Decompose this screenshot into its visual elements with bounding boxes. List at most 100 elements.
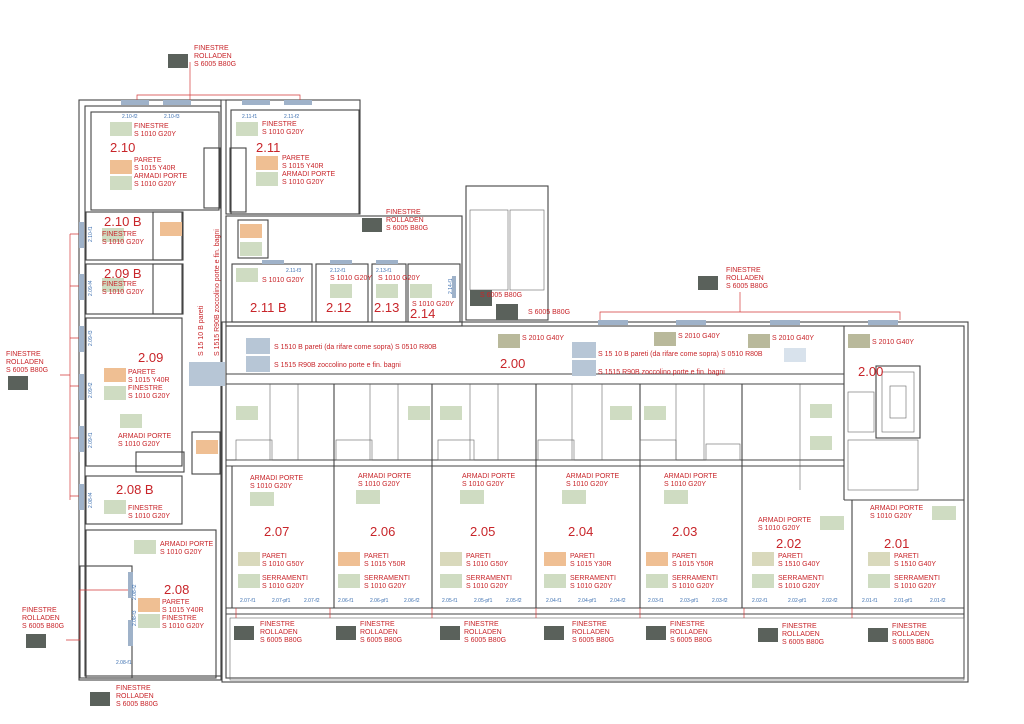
note-n_mid: FINESTRE <box>386 209 421 216</box>
room-label-r207: S 1010 G20Y <box>262 583 304 590</box>
window-tag: 2.05-f2 <box>506 598 522 604</box>
room-label-r202: S 1510 G40Y <box>778 561 820 568</box>
note-n_right: ROLLADEN <box>726 275 764 282</box>
room-number-r209b: 2.09 B <box>104 266 142 281</box>
room-label-r210: FINESTRE <box>134 123 169 130</box>
room-label-r211: ARMADI PORTE <box>282 171 335 178</box>
room-number-r203: 2.03 <box>672 524 697 539</box>
room-label-r202: FINESTRE <box>782 623 817 630</box>
note-n_right: FINESTRE <box>726 267 761 274</box>
room-label-r205: FINESTRE <box>464 621 499 628</box>
room-label-r207: ARMADI PORTE <box>250 475 303 482</box>
room-number-r212: 2.12 <box>326 300 351 315</box>
room-label-r204: S 6005 B80G <box>572 637 614 644</box>
room-number-r210b: 2.10 B <box>104 214 142 229</box>
room-label-r204: ARMADI PORTE <box>566 473 619 480</box>
room-label-r209: PARETE <box>128 369 156 376</box>
room-label-r208b: FINESTRE <box>128 505 163 512</box>
note-n_blL: ROLLADEN <box>22 615 60 622</box>
room-label-r205: S 1010 G50Y <box>466 561 508 568</box>
room-label-r203: PARETI <box>672 553 697 560</box>
room-label-r204: PARETI <box>570 553 595 560</box>
room-label-r211: PARETE <box>282 155 310 162</box>
window-tag: 2.01-f1 <box>862 598 878 604</box>
window-tag: 2.02-f1 <box>752 598 768 604</box>
room-label-r209b: FINESTRE <box>102 281 137 288</box>
room-label-r203: S 6005 B80G <box>670 637 712 644</box>
room-label-r207: FINESTRE <box>260 621 295 628</box>
room-label-r209: S 1010 G20Y <box>128 393 170 400</box>
room-number-r205: 2.05 <box>470 524 495 539</box>
room-label-r205: S 1010 G20Y <box>466 583 508 590</box>
corridor-vertical-1: S 15 10 B pareti <box>198 305 205 356</box>
room-number-r202: 2.02 <box>776 536 801 551</box>
room-label-r204: FINESTRE <box>572 621 607 628</box>
room-label-r208: S 1010 G20Y <box>162 623 204 630</box>
room-number-r201: 2.01 <box>884 536 909 551</box>
room-label-r201: S 1010 G20Y <box>894 583 936 590</box>
room-label-r202: ARMADI PORTE <box>758 517 811 524</box>
window-tag: 2.03-f1 <box>648 598 664 604</box>
room-number-r209: 2.09 <box>138 350 163 365</box>
room-label-r208b: S 1010 G20Y <box>128 513 170 520</box>
window-tag: 2.07-f2 <box>304 598 320 604</box>
color-swatches <box>102 122 956 628</box>
room-label-r202: PARETI <box>778 553 803 560</box>
note-n_top: S 6005 B80G <box>194 61 236 68</box>
room-number-r208b: 2.08 B <box>116 482 154 497</box>
room-label-r205: ARMADI PORTE <box>462 473 515 480</box>
room-label-r205: SERRAMENTI <box>466 575 512 582</box>
room-label-r209: S 1015 Y40R <box>128 377 170 384</box>
corridor-swatch-label: S 2010 G40Y <box>522 335 564 342</box>
room-label-r206: S 1010 G20Y <box>364 583 406 590</box>
note-n_stair1: S 6005 B80G <box>480 292 522 299</box>
window-tag: 2.08-f1 <box>116 660 132 666</box>
room-label-r211: S 1015 Y40R <box>282 163 324 170</box>
window-tag: 2.03-f2 <box>712 598 728 604</box>
corridor-swatch-label: S 2010 G40Y <box>678 333 720 340</box>
room-label-r201: FINESTRE <box>892 623 927 630</box>
room-label-r211: FINESTRE <box>262 121 297 128</box>
room-label-r203: ARMADI PORTE <box>664 473 717 480</box>
note-n_left: ROLLADEN <box>6 359 44 366</box>
room-label-r206: S 1010 G20Y <box>358 481 400 488</box>
room-label-r207: S 1010 G50Y <box>262 561 304 568</box>
room-label-r210: S 1010 G20Y <box>134 181 176 188</box>
window-tag: 2.14-f1 <box>448 278 454 294</box>
room-number-r208: 2.08 <box>164 582 189 597</box>
room-label-r205: PARETI <box>466 553 491 560</box>
note-n_mid: S 6005 B80G <box>386 225 428 232</box>
corridor-note-2: S 1515 R90B zoccolino porte e fin. bagni <box>274 362 401 369</box>
note-n_top: ROLLADEN <box>194 53 232 60</box>
room-label-r207: SERRAMENTI <box>262 575 308 582</box>
room-label-r209: S 1010 G20Y <box>118 441 160 448</box>
note-n_blL: FINESTRE <box>22 607 57 614</box>
window-tag: 2.08-f4 <box>88 492 94 508</box>
window-tag: 2.04-f2 <box>610 598 626 604</box>
room-label-r207: S 6005 B80G <box>260 637 302 644</box>
corridor-vertical-2: S 1515 R90B zoccolino porte e fin. bagni <box>214 229 221 356</box>
window-tag: 2.08-f2 <box>132 584 138 600</box>
room-number-r206: 2.06 <box>370 524 395 539</box>
note-n_bot: S 6005 B80G <box>116 701 158 708</box>
room-label-r201: S 6005 B80G <box>892 639 934 646</box>
corridor-swatch-label: S 2010 G40Y <box>872 339 914 346</box>
room-label-r204: ROLLADEN <box>572 629 610 636</box>
leader-lines <box>60 62 901 641</box>
window-tag: 2.11-f2 <box>284 114 299 120</box>
window-tag: 2.10-f3 <box>164 114 180 120</box>
window-tag: 2.09-f3 <box>88 330 94 346</box>
room-number-r204: 2.04 <box>568 524 593 539</box>
room-label-r213: S 1010 G20Y <box>378 275 420 282</box>
corridor-note-1: S 1510 B pareti (da rifare come sopra) S… <box>274 344 437 351</box>
room-label-r201: S 1510 G40Y <box>894 561 936 568</box>
room-label-r206: ROLLADEN <box>360 629 398 636</box>
window-tag: 2.07-f1 <box>240 598 256 604</box>
corridor-note-4: S 1515 R90B zoccolino porte e fin. bagni <box>598 369 725 376</box>
note-n_top: FINESTRE <box>194 45 229 52</box>
note-n_bot: FINESTRE <box>116 685 151 692</box>
room-label-r208: S 1015 Y40R <box>162 607 204 614</box>
note-n_bot: ROLLADEN <box>116 693 154 700</box>
window-tag: 2.01-f2 <box>930 598 946 604</box>
room-label-r210b: S 1010 G20Y <box>102 239 144 246</box>
